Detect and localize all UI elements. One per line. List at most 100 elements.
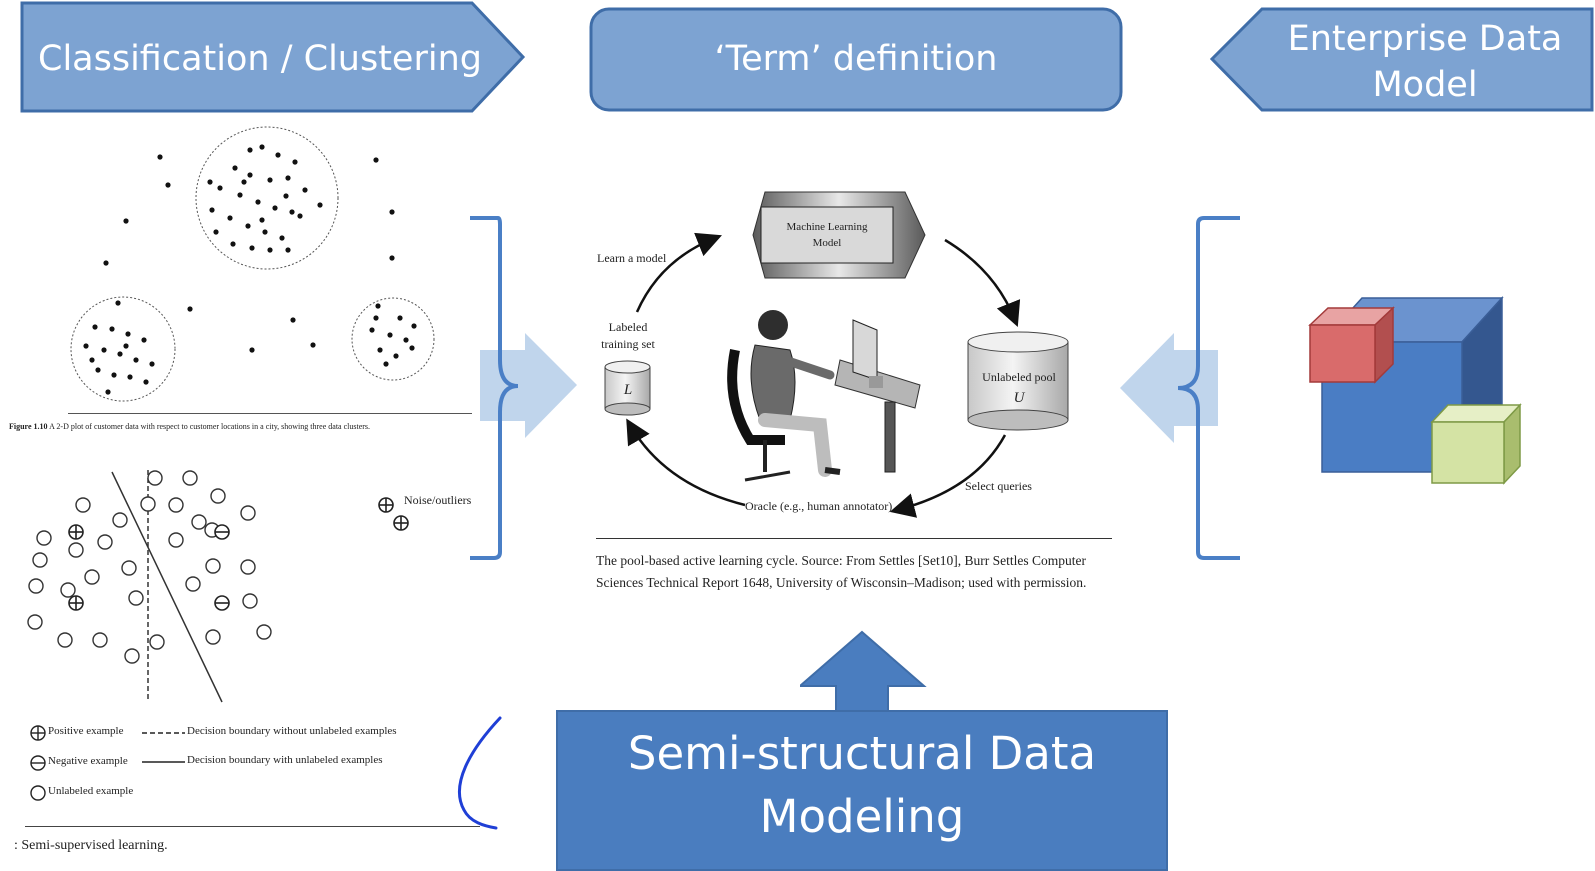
cluster-point [207, 179, 213, 185]
cluster-point [247, 147, 253, 153]
cluster-point [249, 245, 255, 251]
cluster-point [377, 347, 383, 353]
cluster-point [279, 235, 285, 241]
model-label-line2: Model [813, 237, 842, 249]
cluster-point [369, 327, 375, 333]
unlabeled-label: Unlabeled pool [982, 370, 1056, 384]
classification-banner-shape [20, 1, 526, 113]
cluster-point [241, 179, 247, 185]
semi-caption-rule [25, 826, 480, 827]
cluster-point [89, 357, 95, 363]
legend-positive-label: Positive example [48, 725, 124, 737]
unlabeled-pool-cylinder [967, 331, 1069, 431]
cluster-point [165, 182, 171, 188]
unlabeled-point [182, 470, 198, 486]
cluster-point [245, 223, 251, 229]
semi-caption-prefix: : [14, 838, 18, 853]
handwritten-curve [458, 716, 502, 830]
unlabeled-point [191, 514, 207, 530]
cluster-point [103, 260, 109, 266]
cluster-point [149, 361, 155, 367]
cluster-point [373, 157, 379, 163]
semi-legend-symbols [30, 725, 185, 801]
cluster-point [389, 255, 395, 261]
cluster-point [259, 217, 265, 223]
cluster-point [187, 306, 193, 312]
labeled-symbol: L [623, 382, 632, 398]
enterprise-banner-shape [1209, 7, 1594, 112]
cluster-point [297, 213, 303, 219]
unlabeled-point [97, 534, 113, 550]
cluster-boundary [70, 296, 176, 402]
cluster-point [115, 300, 121, 306]
unlabeled-point [185, 576, 201, 592]
unlabeled-point [256, 624, 272, 640]
cluster-point [289, 209, 295, 215]
right-light-arrow [1120, 333, 1218, 443]
cluster-point [290, 317, 296, 323]
semi-caption: : Semi-supervised learning. [14, 838, 168, 854]
select-label: Select queries [965, 479, 1032, 493]
cluster-point [285, 175, 291, 181]
red-cube [1308, 306, 1395, 384]
cluster-point [83, 343, 89, 349]
outlier-point [378, 497, 394, 513]
cluster-point [267, 247, 273, 253]
cluster-plot [70, 126, 435, 402]
term-banner-label: ‘Term’ definition [714, 39, 998, 79]
cluster-point [373, 315, 379, 321]
arrow-model-to-pool [944, 238, 1021, 327]
cluster-point [157, 154, 163, 160]
unlabeled-point [28, 578, 44, 594]
unlabeled-point [36, 530, 52, 546]
enterprise-banner-line2: Model [1372, 65, 1478, 105]
legend-unlabeled-label: Unlabeled example [48, 785, 134, 797]
unlabeled-point [57, 632, 73, 648]
cluster-point [125, 331, 131, 337]
cluster-point [411, 323, 417, 329]
cluster-point [105, 389, 111, 395]
unlabeled-point [168, 497, 184, 513]
active-learning-caption: The pool-based active learning cycle. So… [596, 553, 1087, 590]
arrow-learn [635, 232, 722, 313]
cluster-point [109, 326, 115, 332]
unlabeled-point [84, 569, 100, 585]
unlabeled-point [147, 470, 163, 486]
cluster-point [247, 172, 253, 178]
cluster-point [117, 351, 123, 357]
cluster-point [302, 187, 308, 193]
arrow-oracle [626, 418, 746, 507]
cluster-point [237, 192, 243, 198]
learn-label: Learn a model [597, 251, 667, 265]
classification-banner-label: Classification / Clustering [38, 39, 482, 79]
cluster-point [317, 202, 323, 208]
up-arrow [800, 630, 927, 715]
cluster-caption: Figure 1.10 A 2-D plot of customer data … [9, 421, 479, 432]
negative-point [214, 524, 230, 540]
cluster-point [389, 209, 395, 215]
boundary-with-unlabeled [111, 471, 223, 703]
unlabeled-point [210, 488, 226, 504]
left-bracket [470, 216, 519, 560]
left-merge-arrow [470, 216, 577, 560]
cluster-point [249, 347, 255, 353]
semi-structural-line1: Semi-structural Data [627, 727, 1097, 780]
cluster-point [232, 165, 238, 171]
labeled-label-line1: Labeled [609, 320, 648, 334]
unlabeled-point [205, 558, 221, 574]
unlabeled-point [128, 590, 144, 606]
labeled-label-line2: training set [601, 337, 655, 351]
cluster-point [267, 177, 273, 183]
semi-structural-box [556, 710, 1168, 871]
active-learning-cycle: Machine Learning Model Learn a model Lab… [597, 191, 1069, 518]
cluster-point [275, 152, 281, 158]
enterprise-cubes [1308, 296, 1522, 485]
enterprise-banner-label: Enterprise Data Model [1262, 16, 1588, 108]
unlabeled-point [124, 648, 140, 664]
semi-supervised-plot [27, 470, 409, 703]
outlier-point [393, 515, 409, 531]
unlabeled-point [168, 532, 184, 548]
semi-caption-text: Semi-supervised learning. [21, 838, 168, 853]
unlabeled-point [121, 560, 137, 576]
unlabeled-point [242, 593, 258, 609]
